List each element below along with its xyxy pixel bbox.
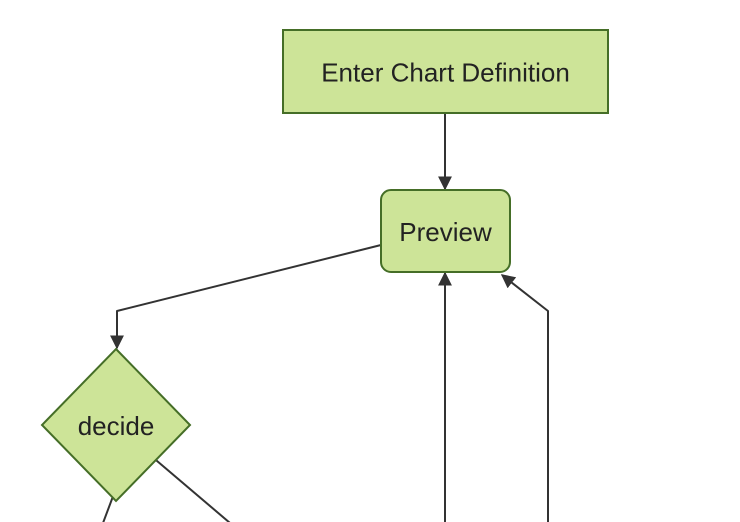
- node-enter-chart-definition: Enter Chart Definition: [282, 29, 609, 114]
- node-enter-chart-definition-shape: [282, 29, 609, 114]
- node-enter-chart-definition-label: Enter Chart Definition: [321, 58, 570, 88]
- edge-preview-to-decide: [110, 244, 382, 350]
- edge-decide-to-bottom-right: [149, 454, 231, 522]
- edge-bottom-right-to-preview: [500, 274, 549, 522]
- node-preview-shape: [380, 189, 511, 273]
- edges-layer: [102, 113, 549, 522]
- node-decide-label: decide: [78, 411, 155, 441]
- node-decide-shape: [40, 347, 192, 503]
- node-preview: Preview: [380, 189, 511, 273]
- node-decide: decide: [40, 347, 192, 503]
- node-preview-label: Preview: [399, 217, 492, 247]
